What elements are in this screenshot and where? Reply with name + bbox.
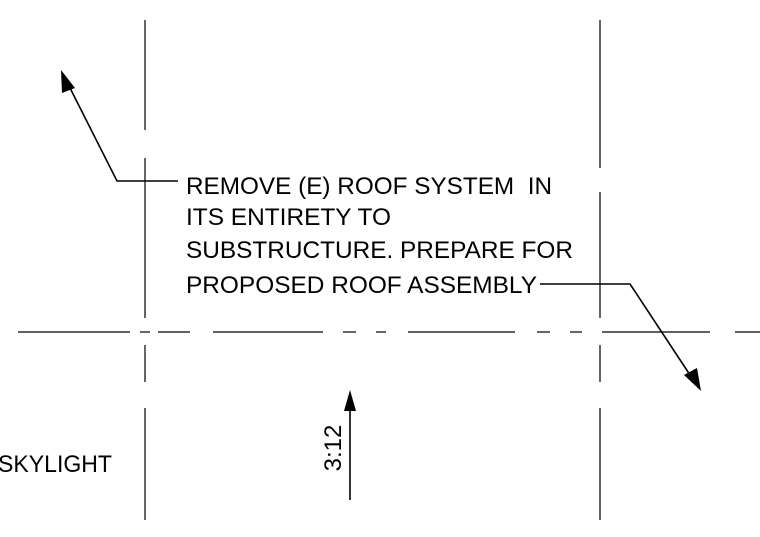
note-line-1: REMOVE (E) ROOF SYSTEM IN bbox=[186, 173, 552, 200]
arrowhead-icon bbox=[344, 390, 356, 411]
slope-label: 3:12 bbox=[320, 425, 347, 472]
arrowhead-icon bbox=[61, 70, 75, 93]
note-line-3: SUBSTRUCTURE. PREPARE FOR bbox=[186, 237, 573, 264]
leader-arrow-upper-left bbox=[61, 70, 178, 182]
leader-arrow-lower-right bbox=[540, 283, 701, 391]
slope-arrow bbox=[344, 390, 356, 500]
arrowhead-icon bbox=[684, 368, 701, 391]
note-line-4: PROPOSED ROOF ASSEMBLY bbox=[186, 272, 537, 299]
skylight-label: SKYLIGHT bbox=[0, 451, 112, 478]
demolition-note: REMOVE (E) ROOF SYSTEM IN ITS ENTIRETY T… bbox=[186, 173, 573, 299]
note-line-2: ITS ENTIRETY TO bbox=[186, 204, 391, 231]
